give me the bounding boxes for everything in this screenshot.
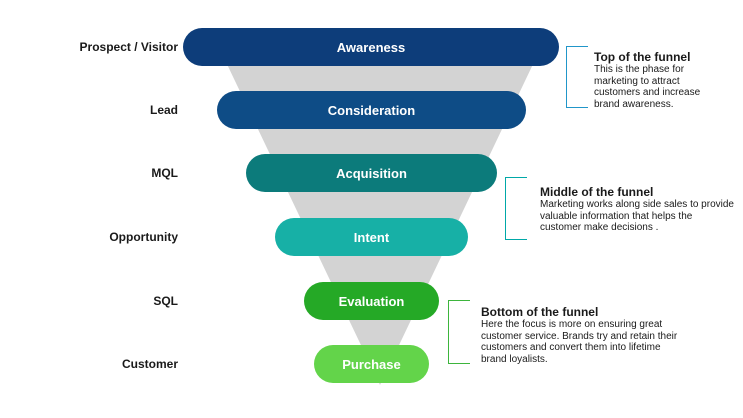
- bracket-middle: [505, 177, 527, 240]
- stage-label: Consideration: [327, 102, 416, 118]
- note-top: Top of the funnel This is the phase for …: [594, 50, 724, 110]
- note-middle: Middle of the funnel Marketing works alo…: [540, 185, 735, 234]
- side-label-customer: Customer: [121, 357, 178, 371]
- bracket-bottom: [448, 300, 470, 364]
- note-title: Bottom of the funnel: [481, 305, 599, 319]
- side-label-prospect: Prospect / Visitor: [79, 40, 178, 54]
- stage-consideration: Consideration: [217, 91, 526, 129]
- note-body: This is the phase for marketing to attra…: [594, 64, 701, 110]
- note-body: Marketing works along side sales to prov…: [540, 199, 734, 233]
- note-title: Top of the funnel: [594, 50, 691, 64]
- note-title: Middle of the funnel: [540, 185, 654, 199]
- side-label-lead: Lead: [149, 103, 178, 117]
- side-label-mql: MQL: [151, 166, 178, 180]
- stage-label: Evaluation: [338, 293, 405, 309]
- stage-label: Awareness: [336, 39, 406, 55]
- stage-awareness: Awareness: [183, 28, 559, 66]
- stage-label: Intent: [353, 229, 390, 245]
- side-label-opportunity: Opportunity: [109, 230, 178, 244]
- bracket-top: [566, 46, 588, 108]
- note-body: Here the focus is more on ensuring great…: [481, 319, 678, 365]
- stage-acquisition: Acquisition: [246, 154, 497, 192]
- stage-evaluation: Evaluation: [304, 282, 439, 320]
- note-bottom: Bottom of the funnel Here the focus is m…: [481, 305, 681, 365]
- side-label-sql: SQL: [153, 294, 178, 308]
- stage-label: Purchase: [342, 356, 401, 372]
- stage-purchase: Purchase: [314, 345, 429, 383]
- stage-label: Acquisition: [336, 165, 407, 181]
- stage-intent: Intent: [275, 218, 468, 256]
